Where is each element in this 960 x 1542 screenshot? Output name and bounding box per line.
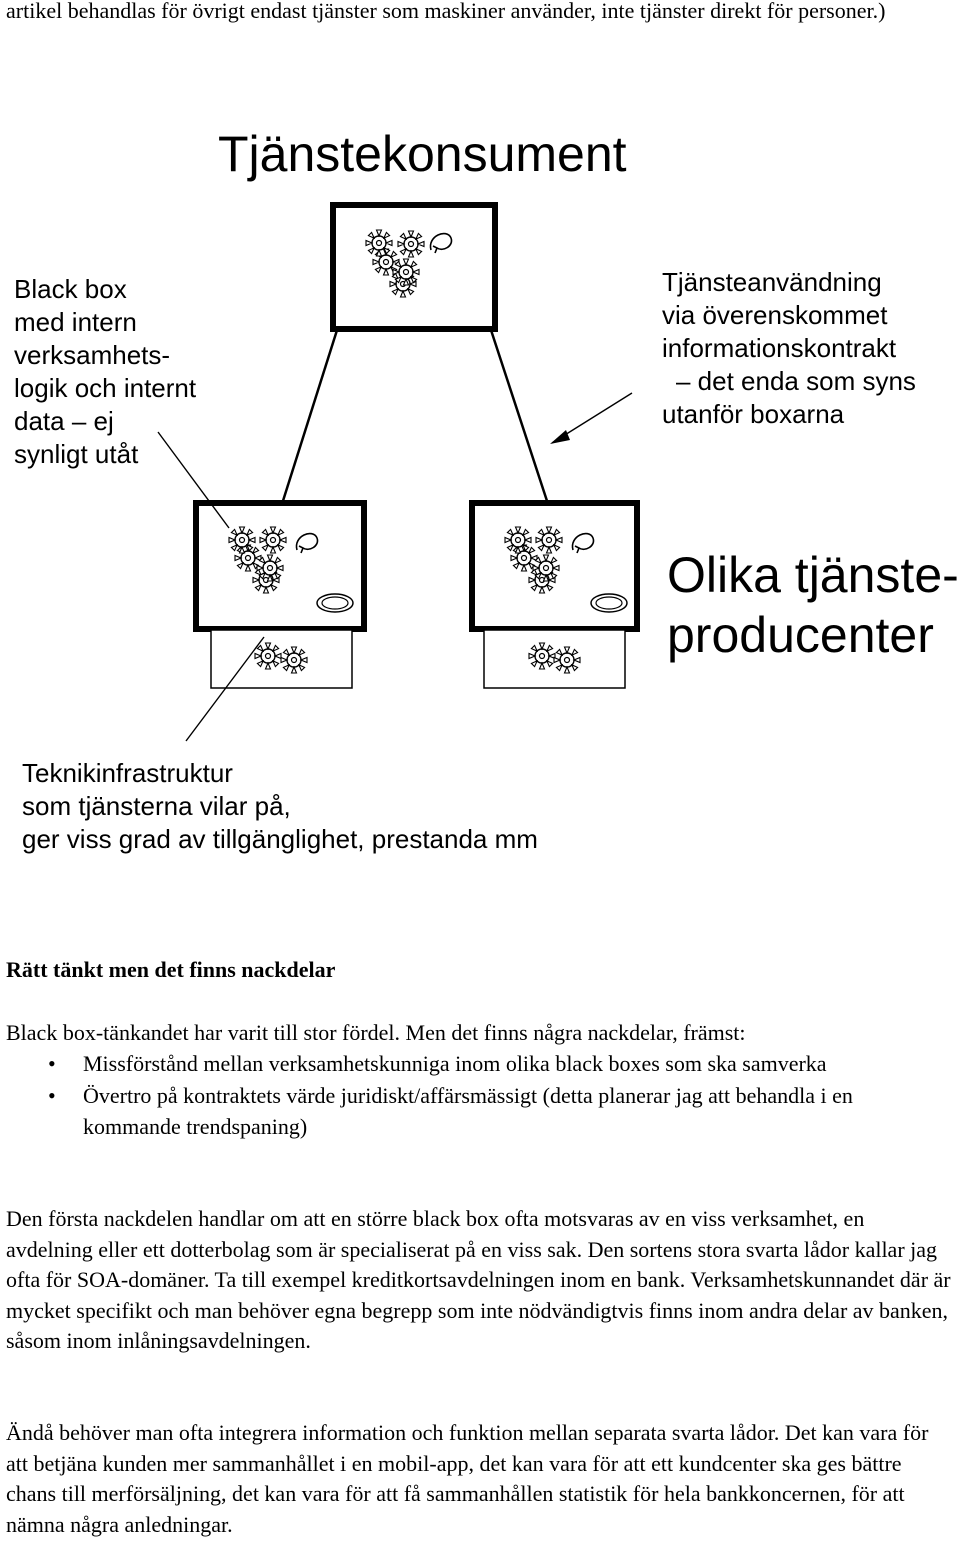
diagram-graphics: [157, 202, 640, 742]
contract-note-line: Tjänsteanvändning: [662, 267, 882, 297]
infra-note-line: Teknikinfrastruktur: [22, 758, 233, 788]
contract-pointer-head: [550, 430, 570, 444]
contract-line-right: [488, 326, 550, 505]
list-item: Missförstånd mellan verksamhetskunniga i…: [6, 1049, 951, 1080]
consumer-box: [330, 202, 498, 332]
list-item: Övertro på kontraktets värde juridiskt/a…: [6, 1081, 951, 1142]
blackbox-note-line: logik och internt: [14, 373, 197, 403]
infra-pointer: [185, 636, 265, 742]
paragraph-1-block: Black box-tänkandet har varit till stor …: [6, 1018, 951, 1142]
blackbox-note-line: med intern: [14, 307, 137, 337]
contract-line-left: [280, 326, 340, 505]
contract-note-line: utanför boxarna: [662, 399, 845, 429]
drawback-list: Missförstånd mellan verksamhetskunniga i…: [6, 1049, 951, 1143]
contract-note-line: informationskontrakt: [662, 333, 897, 363]
consumer-title: Tjänstekonsument: [218, 126, 627, 182]
producers-label: Olika tjänste- producenter: [667, 545, 959, 665]
blackbox-note-line: verksamhets-: [14, 340, 171, 370]
infra-note-line: ger viss grad av tillgänglighet, prestan…: [22, 824, 538, 854]
producers-label-line: Olika tjänste-: [667, 547, 959, 603]
infra-note-line: som tjänsterna vilar på,: [22, 791, 291, 821]
contract-note-line: via överenskommet: [662, 300, 888, 330]
contract-note: Tjänsteanvändning via överenskommet info…: [662, 266, 916, 431]
paragraph-1: Black box-tänkandet har varit till stor …: [6, 1020, 746, 1045]
blackbox-note-line: data – ej: [14, 406, 114, 436]
blackbox-note-line: synligt utåt: [14, 439, 139, 469]
infra-note: Teknikinfrastruktur som tjänsterna vilar…: [22, 757, 538, 856]
service-architecture-diagram: Tjänstekonsument Black box med intern ve…: [14, 126, 959, 856]
paragraph-2: Den första nackdelen handlar om att en s…: [6, 1206, 951, 1353]
paragraph-3: Ändå behöver man ofta integrera informat…: [6, 1420, 929, 1537]
blackbox-pointer: [157, 431, 230, 529]
blackbox-note: Black box med intern verksamhets- logik …: [14, 273, 196, 471]
intro-paragraph: artikel behandlas för övrigt endast tjän…: [6, 0, 886, 23]
producers-label-line: producenter: [667, 607, 934, 663]
contract-note-line: – det enda som syns: [676, 366, 916, 396]
blackbox-note-line: Black box: [14, 274, 127, 304]
section-heading: Rätt tänkt men det finns nackdelar: [6, 957, 336, 982]
